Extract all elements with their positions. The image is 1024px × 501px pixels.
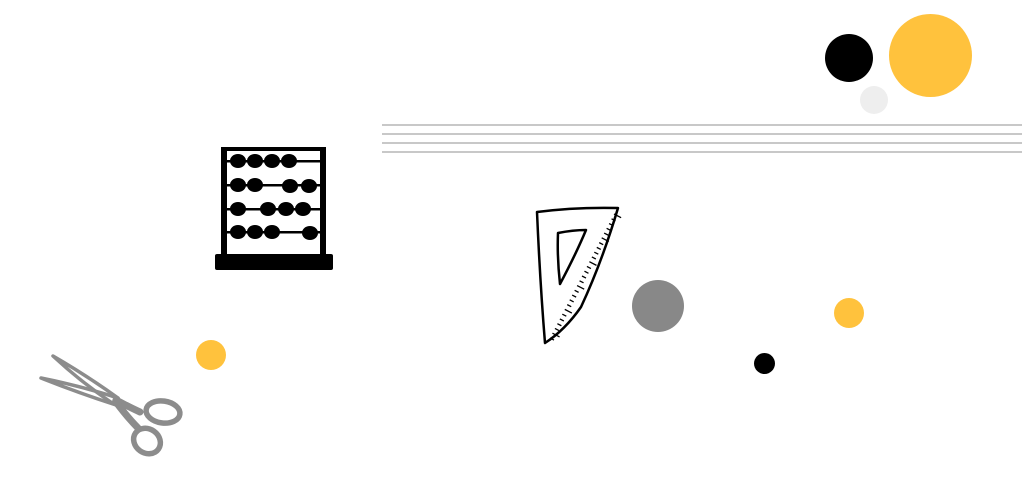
ruler-tick — [571, 294, 577, 298]
ruler-tick — [594, 251, 599, 255]
scissors-icon — [39, 354, 183, 457]
ruler-tick — [574, 289, 579, 293]
yellow-dot-small — [196, 340, 226, 370]
ruler-tick — [611, 218, 616, 222]
ruler-tick — [613, 213, 622, 219]
ruler-tick — [569, 299, 574, 303]
ruler-tick — [549, 337, 555, 341]
ruler-tick — [552, 332, 560, 338]
ruler-tick — [554, 327, 560, 332]
ruler-tick — [579, 280, 584, 284]
abacus-icon — [215, 147, 333, 270]
ruler-tick — [562, 313, 567, 317]
black-circle — [825, 34, 873, 82]
gray-circle — [632, 280, 684, 332]
light-gray-circle — [860, 86, 888, 114]
ruler-tick — [566, 304, 572, 308]
yellow-circle — [889, 14, 972, 97]
ruler-tick — [603, 232, 609, 236]
ruler-tick — [576, 284, 585, 290]
ruler-tick — [601, 237, 610, 243]
ruler-tick — [606, 227, 611, 231]
staff-lines — [382, 124, 1022, 153]
ruler-tick — [591, 256, 597, 260]
ruler-tick — [581, 275, 587, 279]
ruler-tick — [564, 308, 573, 314]
ruler-tick — [586, 265, 592, 270]
ruler-tick — [584, 270, 589, 274]
ruler-tick — [559, 318, 565, 322]
ruler-tick — [589, 261, 597, 266]
ruler-tick — [608, 222, 614, 227]
black-dot — [754, 353, 775, 374]
yellow-dot — [834, 298, 864, 328]
ruler-tick — [557, 323, 562, 327]
triangle-ruler-icon — [535, 206, 622, 345]
ruler-tick — [598, 242, 604, 246]
ruler-tick — [596, 246, 602, 251]
